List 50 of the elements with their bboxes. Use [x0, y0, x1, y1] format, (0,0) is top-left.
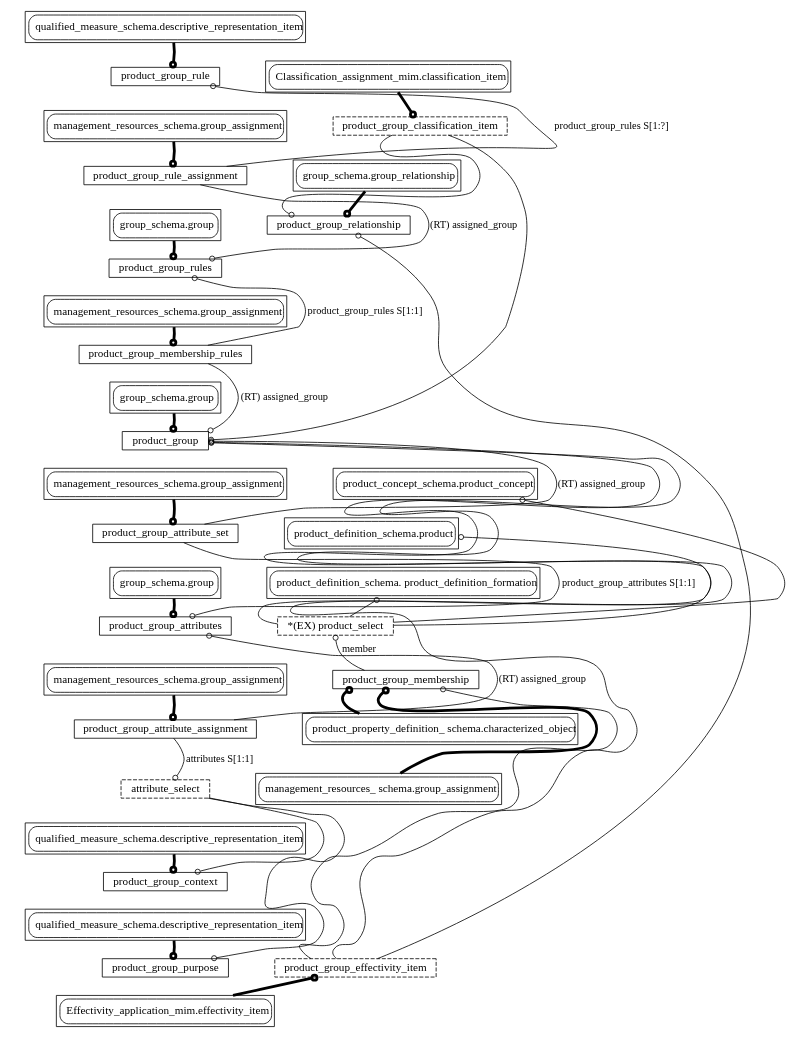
node-box: product_group_rule: [110, 66, 221, 87]
node-box: product_group_relationship: [266, 215, 411, 235]
node-box: product_group_attribute_assignment: [73, 719, 257, 739]
node-box: product_group: [121, 431, 209, 451]
edge-label: attributes S[1:1]: [186, 752, 254, 764]
node-box: product_group_purpose: [101, 958, 229, 978]
connector: [210, 83, 558, 167]
connector: [199, 184, 430, 262]
edge-label: (RT) assigned_group: [430, 218, 518, 230]
node-box: product_group_membership_rules: [78, 344, 253, 365]
node-box: product_group_attributes: [99, 616, 232, 636]
connector: [299, 686, 618, 959]
node-box: product_group_rule_assignment: [83, 165, 248, 186]
connector: [355, 232, 751, 959]
connector: [206, 632, 498, 721]
node-box: product_group_membership: [332, 669, 480, 690]
connector: [332, 634, 365, 671]
connector: [172, 737, 185, 781]
edge-label: (RT) assigned_group: [557, 477, 646, 489]
connector: [281, 134, 481, 218]
connector: [349, 597, 380, 618]
node-box: *(EX) product_select: [277, 616, 394, 636]
node-box: product_group_attribute_set: [92, 523, 239, 543]
edge-label: product_group_attributes S[1:1]: [561, 576, 696, 588]
edge-label: (RT) assigned_group: [240, 391, 329, 403]
connector: [207, 363, 239, 434]
edge-label: member: [342, 643, 377, 655]
connector: [393, 534, 712, 626]
connector: [343, 190, 367, 218]
node-box: product_group_effectivity_item: [274, 958, 437, 978]
connector: [169, 695, 177, 722]
node-box: product_group_rules: [108, 258, 223, 278]
connector: [341, 686, 360, 715]
connector: [376, 686, 598, 775]
connector: [393, 496, 786, 623]
connector: [169, 499, 177, 526]
connector: [207, 797, 345, 962]
connector: [169, 141, 177, 168]
edge-label: product_group_rules S[1:?]: [554, 119, 669, 131]
node-box: product_group_context: [103, 872, 228, 892]
connector: [194, 797, 325, 875]
connector: [191, 275, 306, 346]
connector: [183, 542, 560, 619]
edge-label: product_group_rules S[1:1]: [307, 305, 423, 317]
node-box: product_group_classification_item: [332, 116, 508, 136]
connector: [232, 973, 319, 997]
edge-label: (RT) assigned_group: [498, 673, 586, 685]
node-box: attribute_select: [120, 779, 211, 799]
connector: [169, 42, 177, 69]
connector: [396, 91, 417, 119]
